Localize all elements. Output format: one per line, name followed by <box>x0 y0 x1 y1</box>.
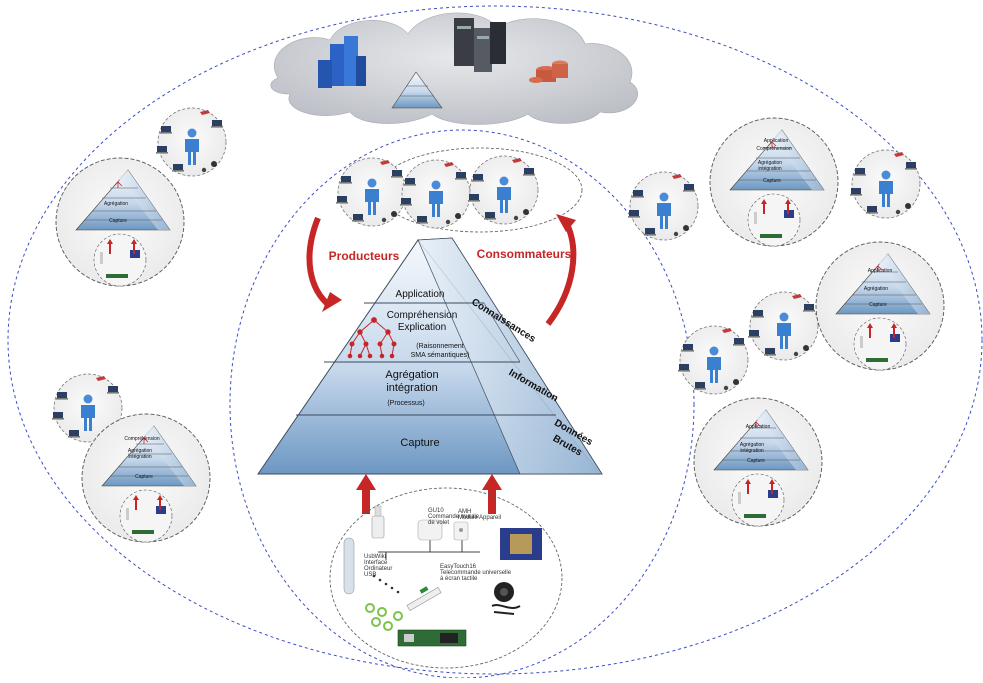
consumer-user-2 <box>468 156 538 224</box>
producers-label: Producteurs <box>329 249 400 263</box>
sensor-rings-icon <box>365 603 403 631</box>
mini-app-label: Application <box>764 138 789 144</box>
mini-labels-right-bottom: Capture Agrégation intégration Applicati… <box>740 424 771 464</box>
level-explication: Explication <box>398 322 446 333</box>
dotted-link <box>372 574 400 594</box>
device-label-4c: à écran tactile <box>440 576 478 582</box>
wall-switch-icon <box>417 519 443 541</box>
level-capture: Capture <box>400 437 439 449</box>
user-node-left-top <box>156 108 226 176</box>
mini-labels-right-middle: Capture Agrégation Application <box>864 268 893 308</box>
thermometer-icon <box>343 537 355 595</box>
device-label-2a: AMH <box>458 509 471 515</box>
outer-boundary <box>7 5 983 675</box>
device-label-1b: Commande murale <box>428 514 480 520</box>
semantic-network-icon <box>347 317 397 359</box>
mini-agg-label: Agrégation <box>740 442 764 448</box>
mini-agg-label: Agrégation <box>128 448 152 454</box>
consumer-arrow <box>545 214 577 326</box>
mini-capture-label: Capture <box>109 218 127 224</box>
building-icon <box>318 36 366 88</box>
cloud-icon <box>270 12 638 125</box>
device-label-3a: UsbWiki <box>364 554 386 560</box>
level-integration: intégration <box>386 382 437 394</box>
mini-integ-label: intégration <box>740 448 764 454</box>
device-label-1a: GU10 <box>428 508 444 514</box>
device-label-3d: USB <box>364 572 376 578</box>
mini-labels-right-top: Capture Agrégation intégration Compréhen… <box>756 138 792 184</box>
sensor-boundary <box>329 487 563 669</box>
level-aggregation: Agrégation <box>385 369 438 381</box>
level-reasoning-2: SMA sémantiques) <box>411 352 470 359</box>
device-label-3c: Ordinateur <box>364 566 392 572</box>
producer-arrow <box>306 216 342 312</box>
device-label-4a: EasyTouch16 <box>440 564 477 570</box>
capture-arrow-left <box>356 474 376 514</box>
switch-icon <box>371 505 385 539</box>
device-label-1c: de volet <box>428 520 449 526</box>
consumer-user-1 <box>400 160 470 228</box>
level-process: (Processus) <box>387 400 424 407</box>
user-node-right-2 <box>850 150 920 218</box>
server-icon <box>454 18 506 72</box>
level-comprehension: Compréhension <box>387 310 458 321</box>
cloud-mini-pyramid <box>391 71 443 109</box>
mini-capture-label: Capture <box>135 474 153 480</box>
capture-arrow-right <box>482 474 502 514</box>
mini-agg-label: Agrégation <box>864 286 888 292</box>
mini-integ-label: intégration <box>758 166 782 172</box>
user-node-right-4 <box>678 326 748 394</box>
user-node-right-3 <box>748 292 818 360</box>
knowledge-pyramid: Application Compréhension Explication (R… <box>257 237 603 475</box>
plug-module-icon <box>453 521 469 541</box>
mini-capture-label: Capture <box>869 302 887 308</box>
mini-integ-label: intégration <box>128 454 152 460</box>
mini-comp-label: Compréhension <box>124 436 160 442</box>
mini-labels-left-bottom: Capture Agrégation intégration Compréhen… <box>124 436 160 480</box>
mini-capture-label: Capture <box>763 178 781 184</box>
touchscreen-remote-icon <box>500 528 542 560</box>
mini-app-label: Application <box>746 424 771 430</box>
mini-agg-label: Agrégation <box>104 201 128 207</box>
producer-user <box>336 158 406 226</box>
device-label-4b: Telecommande universelle <box>440 570 512 576</box>
device-label-2b: Module Appareil <box>458 515 501 521</box>
database-icon <box>529 60 568 83</box>
webcam-icon <box>491 582 521 615</box>
mini-comp-label: Compréhension <box>756 146 792 152</box>
mini-capture-label: Capture <box>747 458 765 464</box>
level-application: Application <box>396 289 445 300</box>
consumers-label: Consommateurs <box>477 247 572 261</box>
mini-app-label: Application <box>868 268 893 274</box>
device-label-3b: Interface <box>364 560 388 566</box>
mini-agg-label: Agrégation <box>758 160 782 166</box>
mini-labels-left-top: Capture Agrégation <box>104 201 128 224</box>
circuit-board-icon <box>397 629 467 647</box>
sensor-network: GU10 Commande murale de volet AMH Module… <box>343 505 542 647</box>
usb-interface-icon <box>406 586 442 611</box>
user-node-right-1 <box>628 172 698 240</box>
level-reasoning-1: (Raisonnement <box>416 343 464 350</box>
